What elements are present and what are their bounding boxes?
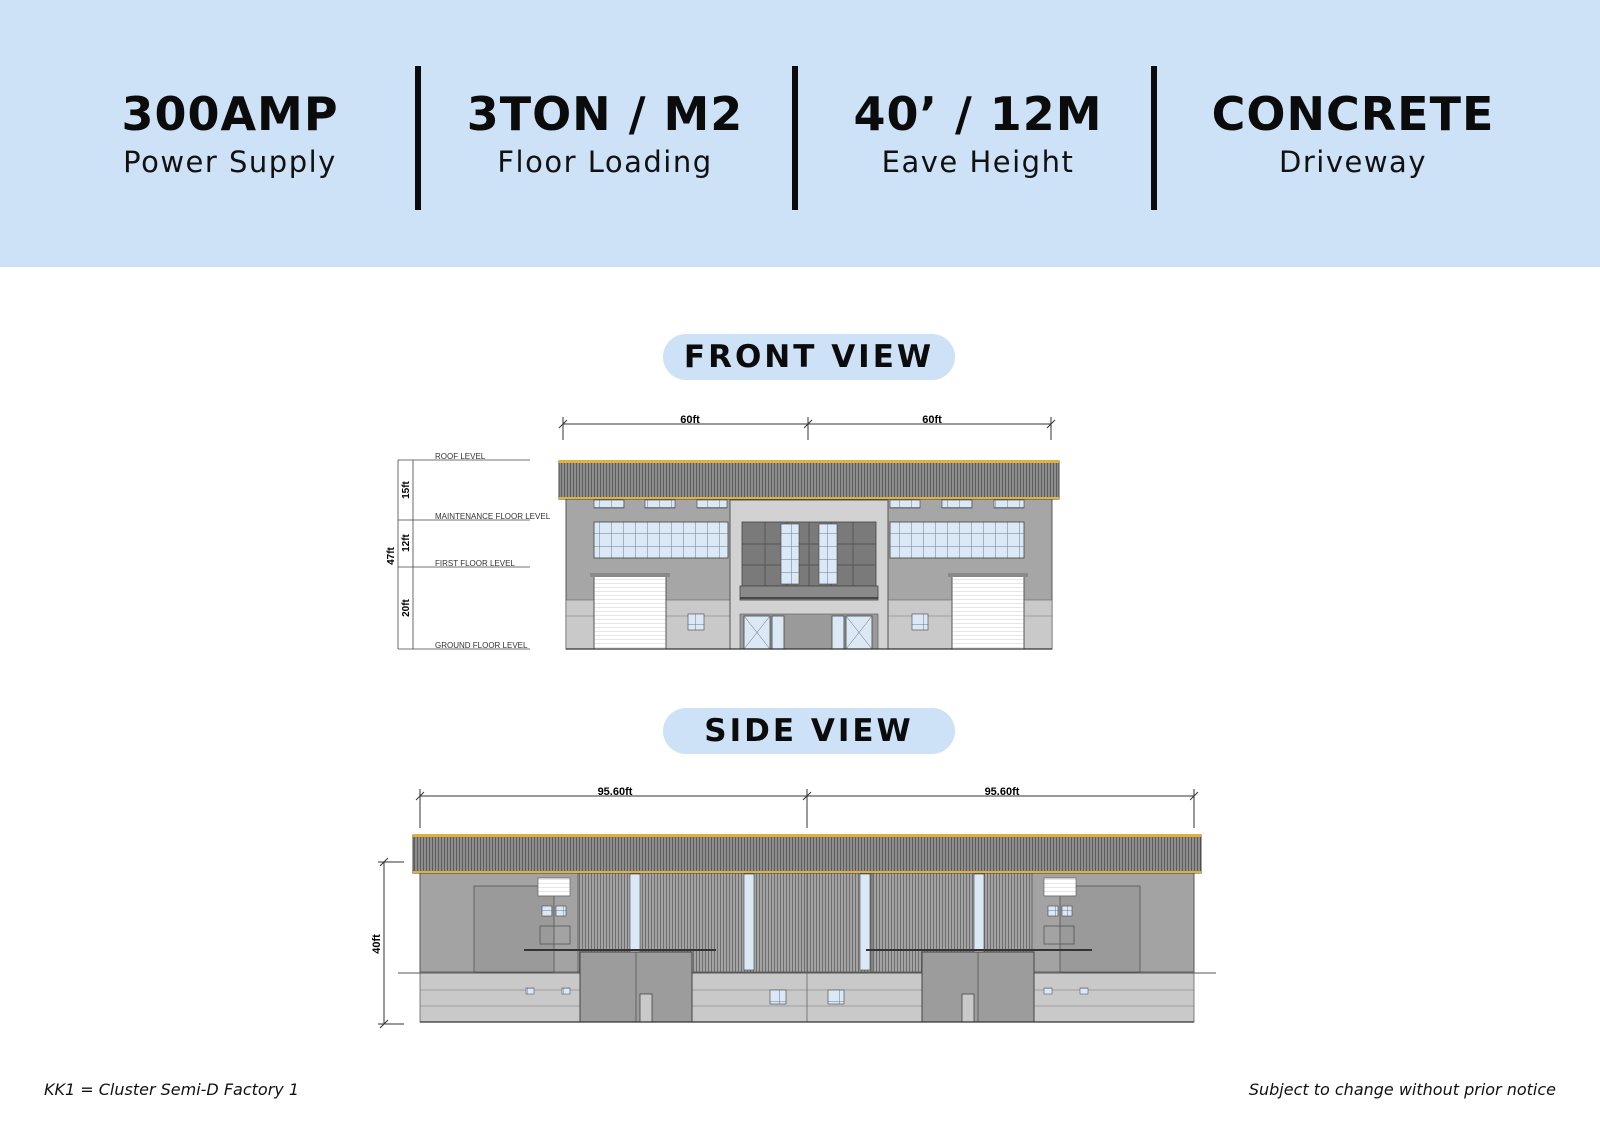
side-view-drawing: 95.60ft 95.60ft 40ft	[371, 786, 1216, 1029]
level-label-maintenance: MAINTENANCE FLOOR LEVEL	[435, 512, 551, 521]
spec-label: Driveway	[1279, 145, 1427, 179]
height-label-total: 47ft	[386, 546, 397, 564]
spec-power-supply: 300AMP Power Supply	[80, 86, 380, 182]
spec-label: Eave Height	[881, 145, 1075, 179]
level-label-ground: GROUND FLOOR LEVEL	[435, 641, 528, 650]
spec-divider	[1151, 66, 1157, 210]
height-label-upper: 15ft	[401, 480, 412, 498]
spec-value: 300AMP	[121, 87, 339, 141]
front-view-title: FRONT VIEW	[663, 334, 955, 380]
side-view-title: SIDE VIEW	[663, 708, 955, 754]
front-width-label-right: 60ft	[922, 414, 942, 426]
spec-eave-height: 40’ / 12M Eave Height	[828, 86, 1128, 182]
front-width-label-left: 60ft	[680, 414, 700, 426]
height-label-middle: 12ft	[401, 533, 412, 551]
side-width-label-right: 95.60ft	[985, 786, 1020, 798]
front-view-drawing: 60ft 60ft ROOF LEVEL MAINTENANCE FLOOR L…	[386, 414, 1060, 650]
spec-divider	[415, 66, 421, 210]
spec-label: Power Supply	[123, 145, 337, 179]
level-label-first-floor: FIRST FLOOR LEVEL	[435, 559, 515, 568]
spec-value: 40’ / 12M	[853, 87, 1103, 141]
spec-divider	[792, 66, 798, 210]
level-label-roof: ROOF LEVEL	[435, 452, 486, 461]
spec-value: 3TON / M2	[466, 87, 744, 141]
front-roof	[558, 460, 1060, 500]
spec-label: Floor Loading	[497, 145, 713, 179]
side-width-dimension	[415, 789, 1199, 828]
front-width-dimension	[558, 417, 1056, 440]
level-markers	[397, 459, 530, 650]
height-label-lower: 20ft	[401, 598, 412, 616]
spec-floor-loading: 3TON / M2 Floor Loading	[455, 86, 755, 182]
side-roof	[412, 834, 1202, 874]
spec-value: CONCRETE	[1211, 87, 1495, 141]
spec-banner: 300AMP Power Supply 3TON / M2 Floor Load…	[0, 0, 1600, 267]
footer-left-note: KK1 = Cluster Semi-D Factory 1	[44, 1080, 300, 1099]
spec-driveway: CONCRETE Driveway	[1203, 86, 1503, 182]
side-width-label-left: 95.60ft	[598, 786, 633, 798]
footer-right-note: Subject to change without prior notice	[1248, 1080, 1556, 1099]
side-height-dimension	[378, 857, 404, 1029]
side-height-label: 40ft	[371, 934, 383, 954]
